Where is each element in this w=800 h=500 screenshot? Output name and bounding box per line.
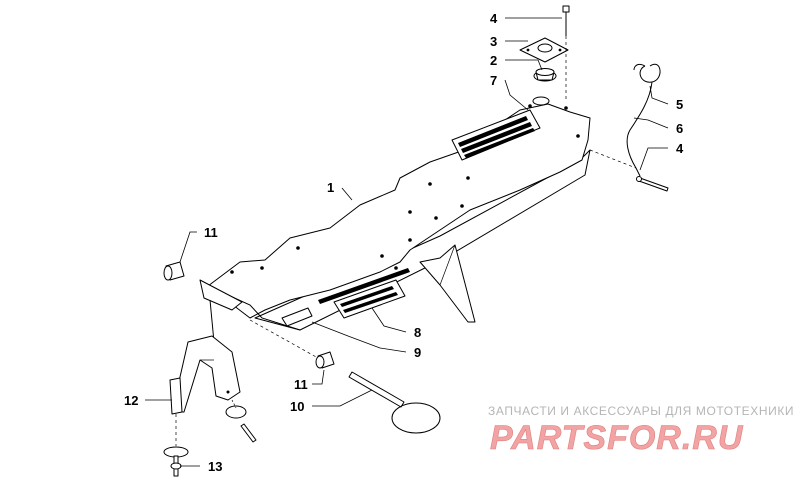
- callout-2: 2: [490, 53, 497, 68]
- callout-9: 9: [414, 345, 421, 360]
- hitch-bracket-part-12: [169, 279, 243, 415]
- callout-10: 10: [290, 399, 304, 414]
- callout-4-top: 4: [490, 11, 498, 26]
- callout-1: 1: [327, 180, 334, 195]
- clevis-pin-part-13: [163, 399, 257, 477]
- callout-8: 8: [414, 325, 421, 340]
- decal-part-7: [451, 109, 541, 161]
- decal-part-9: [281, 268, 410, 327]
- decal-part-8: [333, 279, 406, 319]
- callout-3: 3: [490, 34, 497, 49]
- hitch-pin-part-10: [249, 319, 441, 434]
- bushing-part-11-bottom: [315, 351, 335, 369]
- callout-5: 5: [676, 97, 683, 112]
- lanyard-parts-5-6: [589, 63, 661, 177]
- skid-plate-part-1: [207, 96, 591, 331]
- watermark-caption: ЗАПЧАСТИ И АКСЕССУАРЫ ДЛЯ МОТОТЕХНИКИ: [488, 404, 795, 418]
- bushing-part-11-top: [163, 261, 185, 281]
- callout-13: 13: [208, 459, 222, 474]
- watermark-logo: PARTSFOR.RU: [490, 419, 744, 457]
- callout-11-top: 11: [204, 225, 218, 240]
- callout-labels: 4 3 2 7 5 6 4 1 11 8 9 11 10 12 13: [124, 11, 684, 474]
- bracket-part-3: [519, 37, 569, 63]
- pin-part-4-right: [636, 176, 669, 192]
- grommet-part-2: [533, 68, 557, 82]
- pin-part-4-top: [562, 5, 570, 100]
- callout-12: 12: [124, 393, 138, 408]
- callout-6: 6: [676, 121, 683, 136]
- callout-11-bottom: 11: [294, 377, 308, 392]
- callout-7: 7: [490, 73, 497, 88]
- watermark-logo-text: PARTSFOR.RU: [490, 419, 744, 457]
- leader-lines: [145, 17, 669, 467]
- callout-4-right: 4: [676, 141, 684, 156]
